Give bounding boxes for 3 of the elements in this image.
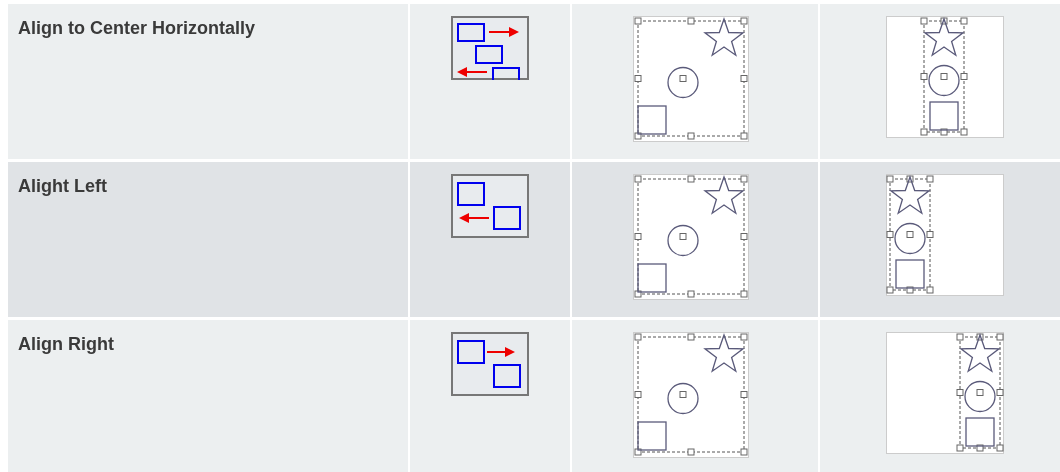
row-label: Align Right [18,334,114,355]
row-label: Alight Left [18,176,107,197]
row-label: Align to Center Horizontally [18,18,255,39]
